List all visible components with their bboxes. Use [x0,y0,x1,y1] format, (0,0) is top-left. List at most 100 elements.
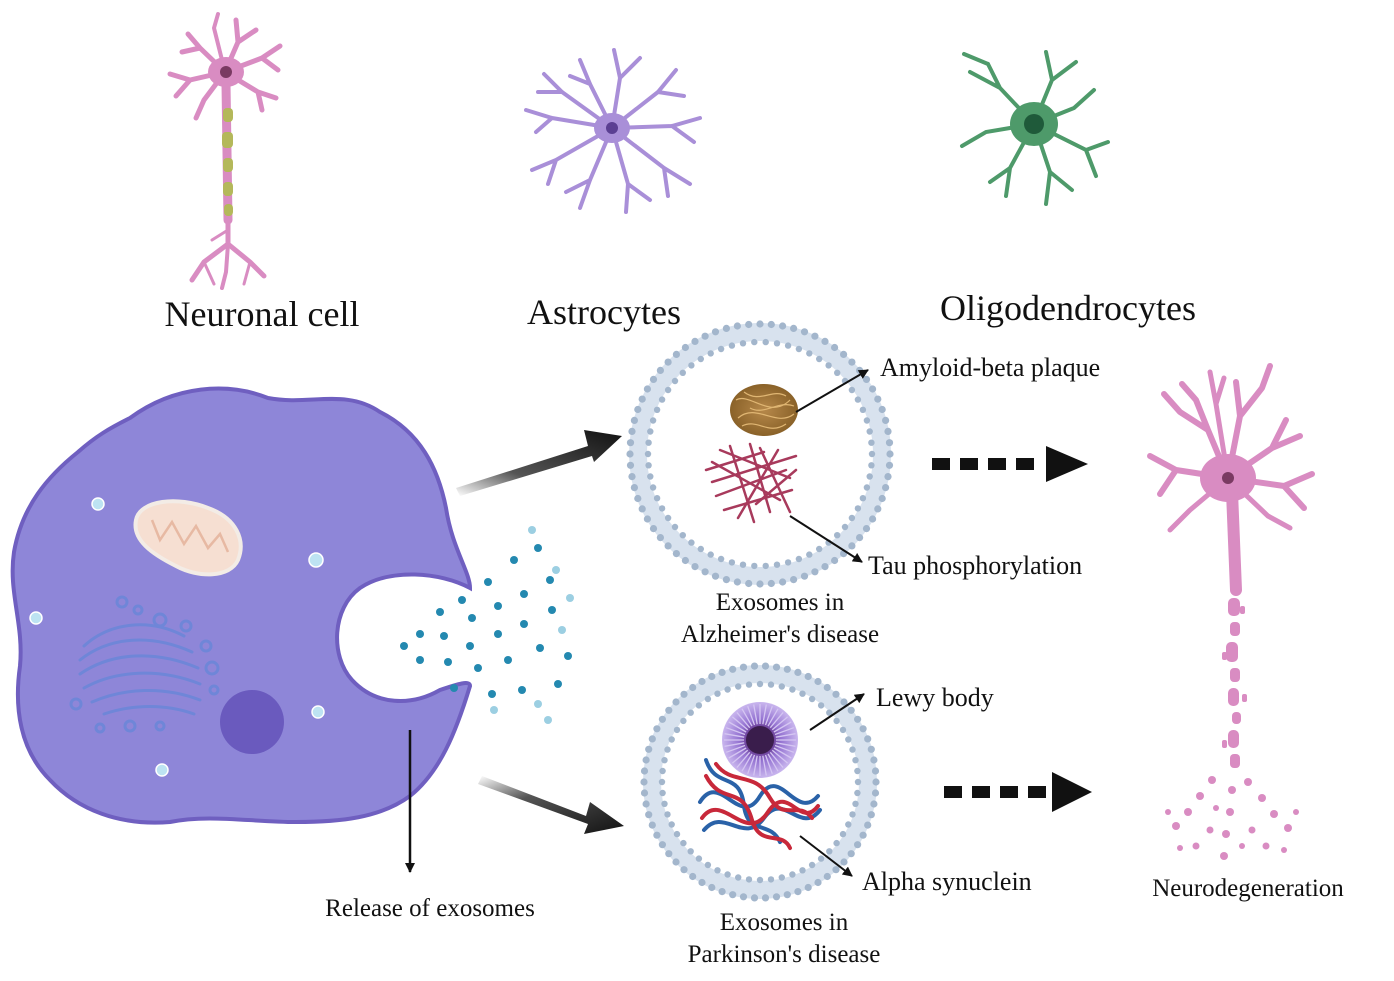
lewy-ray [764,754,773,775]
membrane-bead [626,450,634,458]
membrane-bead [649,525,658,533]
membrane-bead [800,328,809,336]
lewy-ray [773,721,792,733]
lewy-ray [767,753,779,772]
membrane-bead [794,668,802,677]
membrane-bead [642,756,650,764]
lewy-ray [769,711,784,729]
membrane-bead [659,789,666,797]
membrane-bead [665,706,673,714]
membrane-bead [671,523,679,531]
membrane-bead [826,709,833,716]
tau-pointer-arrow [789,515,863,563]
membrane-bead [707,350,714,357]
lewy-ray [753,704,758,725]
membrane-bead [832,690,840,698]
membrane-bead [878,405,886,414]
membrane-bead [862,375,871,383]
membrane-bead [882,416,890,424]
lewy-ray [762,704,767,725]
membrane-bead [821,337,829,345]
membrane-bead [672,698,680,706]
membrane-bead [735,874,742,881]
membrane-bead [784,559,792,566]
membrane-bead [728,342,736,349]
membrane-bead [704,695,712,703]
membrane-bead [825,362,832,369]
membrane-bead [756,680,764,688]
membrane-bead [871,789,880,797]
membrane-bead [717,345,725,353]
membrane-bead [795,555,803,563]
membrane-bead [882,484,890,492]
membrane-bead [869,385,877,393]
membrane-bead [817,855,825,862]
membrane-bead [789,871,796,878]
membrane-bead [680,690,688,698]
membrane-bead [795,345,803,353]
release-arrow-to-parkinsons [478,776,624,834]
membrane-bead [697,545,704,553]
membrane-bead [645,462,652,469]
lewy-ray [762,755,767,776]
alpha-synuclein-label: Alpha synuclein [862,867,1032,896]
membrane-bead [668,821,675,828]
oligodendrocytes-label: Oligodendrocytes [940,288,1196,328]
membrane-bead [708,883,716,892]
membrane-bead [848,542,856,550]
membrane-bead [691,337,699,345]
membrane-bead [866,428,873,435]
membrane-bead [868,462,875,469]
membrane-bead [701,568,709,576]
membrane-bead [679,369,686,376]
lewy-ray [731,749,749,764]
lewy-ray [725,727,746,736]
membrane-bead [658,715,667,723]
parkinsons-caption-line2: Parkinson's disease [688,941,881,968]
lewy-ray [753,755,758,776]
membrane-bead [848,358,856,366]
lewy-ray [771,716,789,731]
membrane-bead [718,888,726,896]
membrane-bead [779,322,787,330]
membrane-bead [634,405,642,414]
membrane-bead [664,386,672,394]
membrane-bead [729,891,737,899]
membrane-bead [789,686,796,693]
membrane-bead [862,525,871,533]
membrane-bead [711,328,720,336]
membrane-bead [634,494,642,503]
membrane-bead [711,572,720,580]
release-arrow-to-alzheimers [456,430,622,496]
membrane-bead [823,872,831,881]
membrane-bead [868,439,875,446]
amyloid-beta-plaque-label: Amyloid-beta plaque [880,353,1100,382]
membrane-bead [804,672,812,681]
membrane-bead [773,561,781,568]
exosome-icon [640,662,880,902]
membrane-bead [866,473,873,480]
membrane-bead [831,343,839,352]
membrane-bead [761,662,770,670]
membrane-bead [831,556,839,565]
membrane-bead [750,662,759,670]
lewy-ray [769,751,784,769]
membrane-bead [643,385,652,393]
membrane-bead [750,894,759,902]
lewy-ray [736,751,751,769]
membrane-bead [808,695,816,703]
membrane-bead [653,495,661,502]
membrane-bead [772,893,781,901]
membrane-bead [790,324,798,332]
released-exosomes [400,526,574,724]
membrane-bead [821,563,829,571]
mitochondrion-icon [133,499,243,577]
membrane-bead [640,767,649,775]
membrane-bead [811,568,819,576]
membrane-bead [733,578,742,586]
membrane-bead [697,355,704,363]
membrane-bead [698,677,706,686]
membrane-bead [645,439,652,446]
membrane-bead [626,439,635,447]
membrane-bead [649,375,658,383]
